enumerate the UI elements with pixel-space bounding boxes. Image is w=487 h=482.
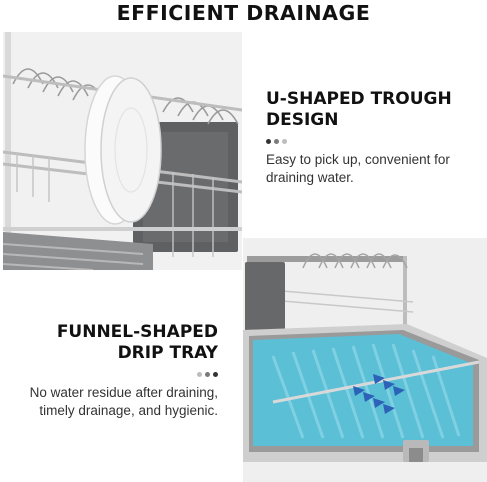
dot-light [282, 139, 287, 144]
dot-mid [274, 139, 279, 144]
feature-title-line1: U-SHAPED TROUGH [266, 89, 452, 109]
feature-desc-line2: draining water. [266, 170, 354, 185]
feature-desc-line1: No water residue after draining, [29, 385, 218, 400]
dots-indicator [266, 139, 481, 144]
dish-rack-drip-tray-illustration [243, 253, 487, 462]
headline: EFFICIENT DRAINAGE [116, 1, 371, 25]
feature-title-line1: FUNNEL-SHAPED [56, 322, 218, 342]
dot-dark [213, 372, 218, 377]
dish-rack-top-photo [3, 32, 242, 270]
feature-funnel-drip-tray: FUNNEL-SHAPED DRIP TRAY No water residue… [10, 322, 218, 420]
dot-dark [266, 139, 271, 144]
feature-desc-line1: Easy to pick up, convenient for [266, 152, 450, 167]
feature-title-line2: DRIP TRAY [117, 343, 218, 363]
dish-rack-u-trough-illustration [3, 32, 242, 270]
dot-mid [205, 372, 210, 377]
dish-rack-bottom-photo [243, 238, 487, 482]
feature-desc-line2: timely drainage, and hygienic. [39, 403, 218, 418]
dot-light [197, 372, 202, 377]
feature-title-line2: DESIGN [266, 110, 339, 130]
feature-u-shaped-trough: U-SHAPED TROUGH DESIGN Easy to pick up, … [266, 89, 481, 187]
dots-indicator [10, 372, 218, 377]
